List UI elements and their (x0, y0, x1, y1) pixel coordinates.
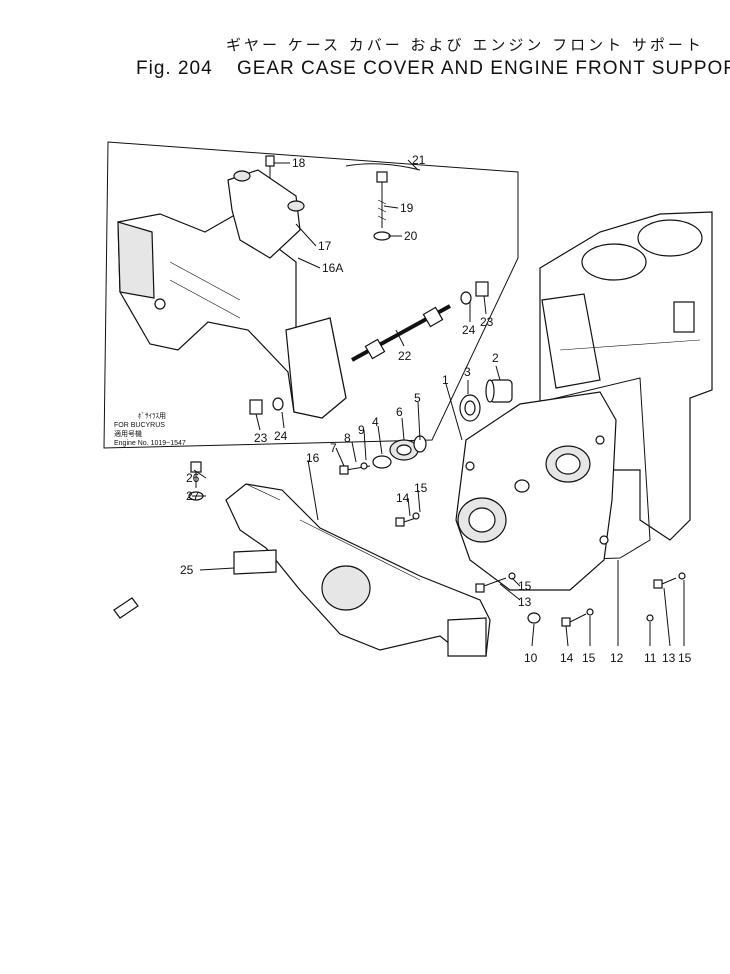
oil-seal (459, 394, 481, 422)
callout-9: 9 (358, 423, 365, 437)
figure-number: Fig. 204 (136, 58, 213, 79)
note-line3: 適用号機 (114, 429, 142, 438)
callout-13-mid: 13 (518, 595, 532, 609)
figure-title: Fig. 204 GEAR CASE COVER AND ENGINE FRON… (136, 58, 730, 80)
callout-1: 1 (442, 373, 449, 387)
engine-front-support (225, 483, 491, 657)
callout-27: 27 (186, 489, 200, 503)
callout-8: 8 (344, 431, 351, 445)
bottom-fasteners (527, 608, 594, 627)
japanese-title: ギヤー ケース カバー および エンジン フロント サポート (226, 36, 704, 54)
callout-4: 4 (372, 415, 379, 429)
callout-22: 22 (398, 349, 412, 363)
callout-24-lower: 24 (274, 429, 288, 443)
adjusting-shaft (249, 281, 489, 415)
callout-18: 18 (292, 156, 306, 170)
callout-15-mid: 15 (518, 579, 532, 593)
callout-15-bottom: 15 (582, 651, 596, 665)
callout-16: 16 (306, 451, 320, 465)
callout-14-left: 14 (396, 491, 410, 505)
front-direction-arrow (113, 597, 139, 619)
bolt-7 (339, 462, 371, 475)
callout-21: 21 (412, 153, 426, 167)
note-line1: ﾎﾞｻｲﾗｽ用 (138, 412, 166, 420)
gear-case-cover (455, 391, 617, 591)
bolt-14-left (395, 512, 420, 527)
front-support-bracket (117, 169, 347, 419)
callout-14-bottom: 14 (560, 651, 574, 665)
callout-13-right: 13 (662, 651, 676, 665)
callout-26: 26 (186, 471, 200, 485)
callout-16a: 16A (322, 261, 343, 275)
stud-18 (265, 155, 275, 178)
callout-2: 2 (492, 351, 499, 365)
callout-17: 17 (318, 239, 332, 253)
pulley-assembly (372, 435, 427, 469)
cap-bolt (345, 163, 421, 241)
callout-20: 20 (404, 229, 418, 243)
callout-19: 19 (400, 201, 414, 215)
note-line4: Engine No. 1019~1547 (114, 440, 186, 447)
figure-caption: GEAR CASE COVER AND ENGINE FRONT SUPPORT (236, 58, 730, 79)
right-fasteners (646, 572, 686, 622)
callout-15-left: 15 (414, 481, 428, 495)
bushing (485, 379, 513, 403)
callout-10: 10 (524, 651, 538, 665)
callout-6: 6 (396, 405, 403, 419)
callout-15-right: 15 (678, 651, 692, 665)
callout-23-lower: 23 (254, 431, 268, 445)
bolt-13 (475, 572, 516, 593)
callout-7: 7 (330, 441, 337, 455)
inset-frame (103, 141, 519, 449)
callout-11: 11 (644, 651, 657, 665)
callout-25: 25 (180, 563, 194, 577)
note-line2: FOR BUCYRUS (114, 422, 165, 429)
leader-lines (192, 159, 685, 647)
callout-24-upper: 24 (462, 323, 476, 337)
callout-12: 12 (610, 651, 624, 665)
callout-labels: 18 21 19 20 17 16A 22 24 23 23 24 3 2 1 … (180, 153, 692, 665)
callout-23-upper: 23 (480, 315, 494, 329)
callout-5: 5 (414, 391, 421, 405)
callout-3: 3 (464, 365, 471, 379)
